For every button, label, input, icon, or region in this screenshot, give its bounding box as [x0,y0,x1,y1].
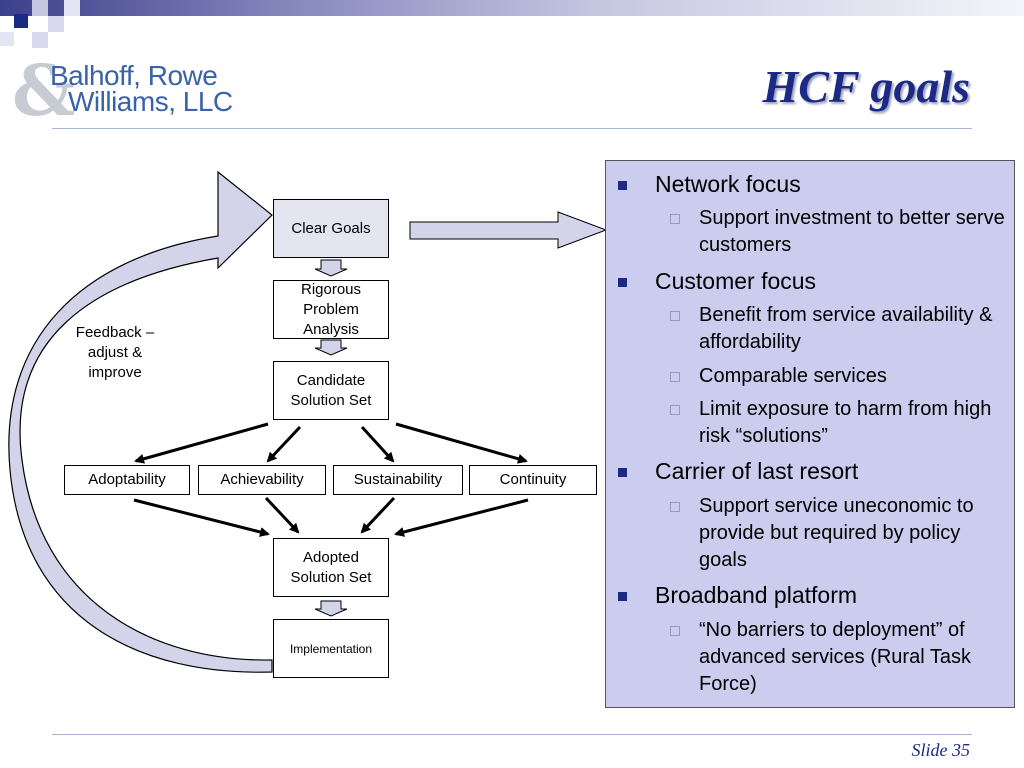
page-title: HCF goals [762,61,971,112]
goal-item: Customer focus [655,268,817,294]
down-arrow-1 [314,259,348,277]
goal-item: Carrier of last resort [655,458,859,484]
down-arrow-3 [314,600,348,617]
goal-subitem: Comparable services [699,365,887,387]
square-bullet-icon [618,278,627,287]
goal-item: Broadband platform [655,582,858,608]
goal-subitem: Support service uneconomic to provide bu… [699,495,974,571]
criterion-box-continuity: Continuity [469,465,597,495]
goal-subitem: Support investment to better serve custo… [699,207,1005,256]
hollow-square-bullet-icon [670,214,680,224]
feedback-curved-arrow [8,170,273,673]
goal-subitem: Limit exposure to harm from high risk “s… [699,398,992,447]
goal-subitem: Benefit from service availability & affo… [699,304,993,353]
converge-arrow-3 [360,496,396,534]
logo-ampersand: & [12,49,76,132]
fan-out-arrow-3 [360,425,395,463]
candidate-solution-set-box: Candidate Solution Set [273,361,389,420]
slide-number: Slide 35 [911,740,971,760]
fan-out-arrow-4 [395,422,528,464]
decor-square [14,14,28,28]
square-bullet-icon [618,468,627,477]
converge-arrow-2 [264,496,300,534]
top-gradient-bar [0,0,1024,16]
square-bullet-icon [618,592,627,601]
logo-line-2: Williams, LLC [68,86,233,117]
fan-out-arrow-2 [266,425,302,463]
down-arrow-2 [314,339,348,356]
hollow-square-bullet-icon [670,372,680,382]
hollow-square-bullet-icon [670,405,680,415]
goals-panel [605,160,1015,708]
goal-subitem: “No barriers to deployment” of advanced … [699,619,971,695]
adopted-solution-set-box: Adopted Solution Set [273,538,389,597]
hollow-square-bullet-icon [670,311,680,321]
criterion-box-sustainability: Sustainability [333,465,463,495]
goals-to-panel-arrow [409,211,608,249]
square-bullet-icon [618,181,627,190]
converge-arrow-1 [133,498,270,537]
hollow-square-bullet-icon [670,502,680,512]
clear-goals-box: Clear Goals [273,199,389,258]
decor-square [32,32,48,48]
decor-square [64,0,80,16]
decor-square [48,16,64,32]
decor-square [32,0,48,16]
criterion-box-adoptability: Adoptability [64,465,190,495]
rigorous-analysis-box: Rigorous Problem Analysis [273,280,389,339]
converge-arrow-4 [394,498,529,537]
decor-square [0,32,14,46]
hollow-square-bullet-icon [670,626,680,636]
header-divider [52,128,972,129]
fan-out-arrow-1 [134,422,269,464]
implementation-box: Implementation [273,619,389,678]
footer-divider [52,734,972,735]
feedback-label: Feedback – adjust & improve [75,324,155,381]
goal-item: Network focus [655,171,801,197]
logo-line-1: Balhoff, Rowe [50,60,218,91]
criterion-box-achievability: Achievability [198,465,326,495]
